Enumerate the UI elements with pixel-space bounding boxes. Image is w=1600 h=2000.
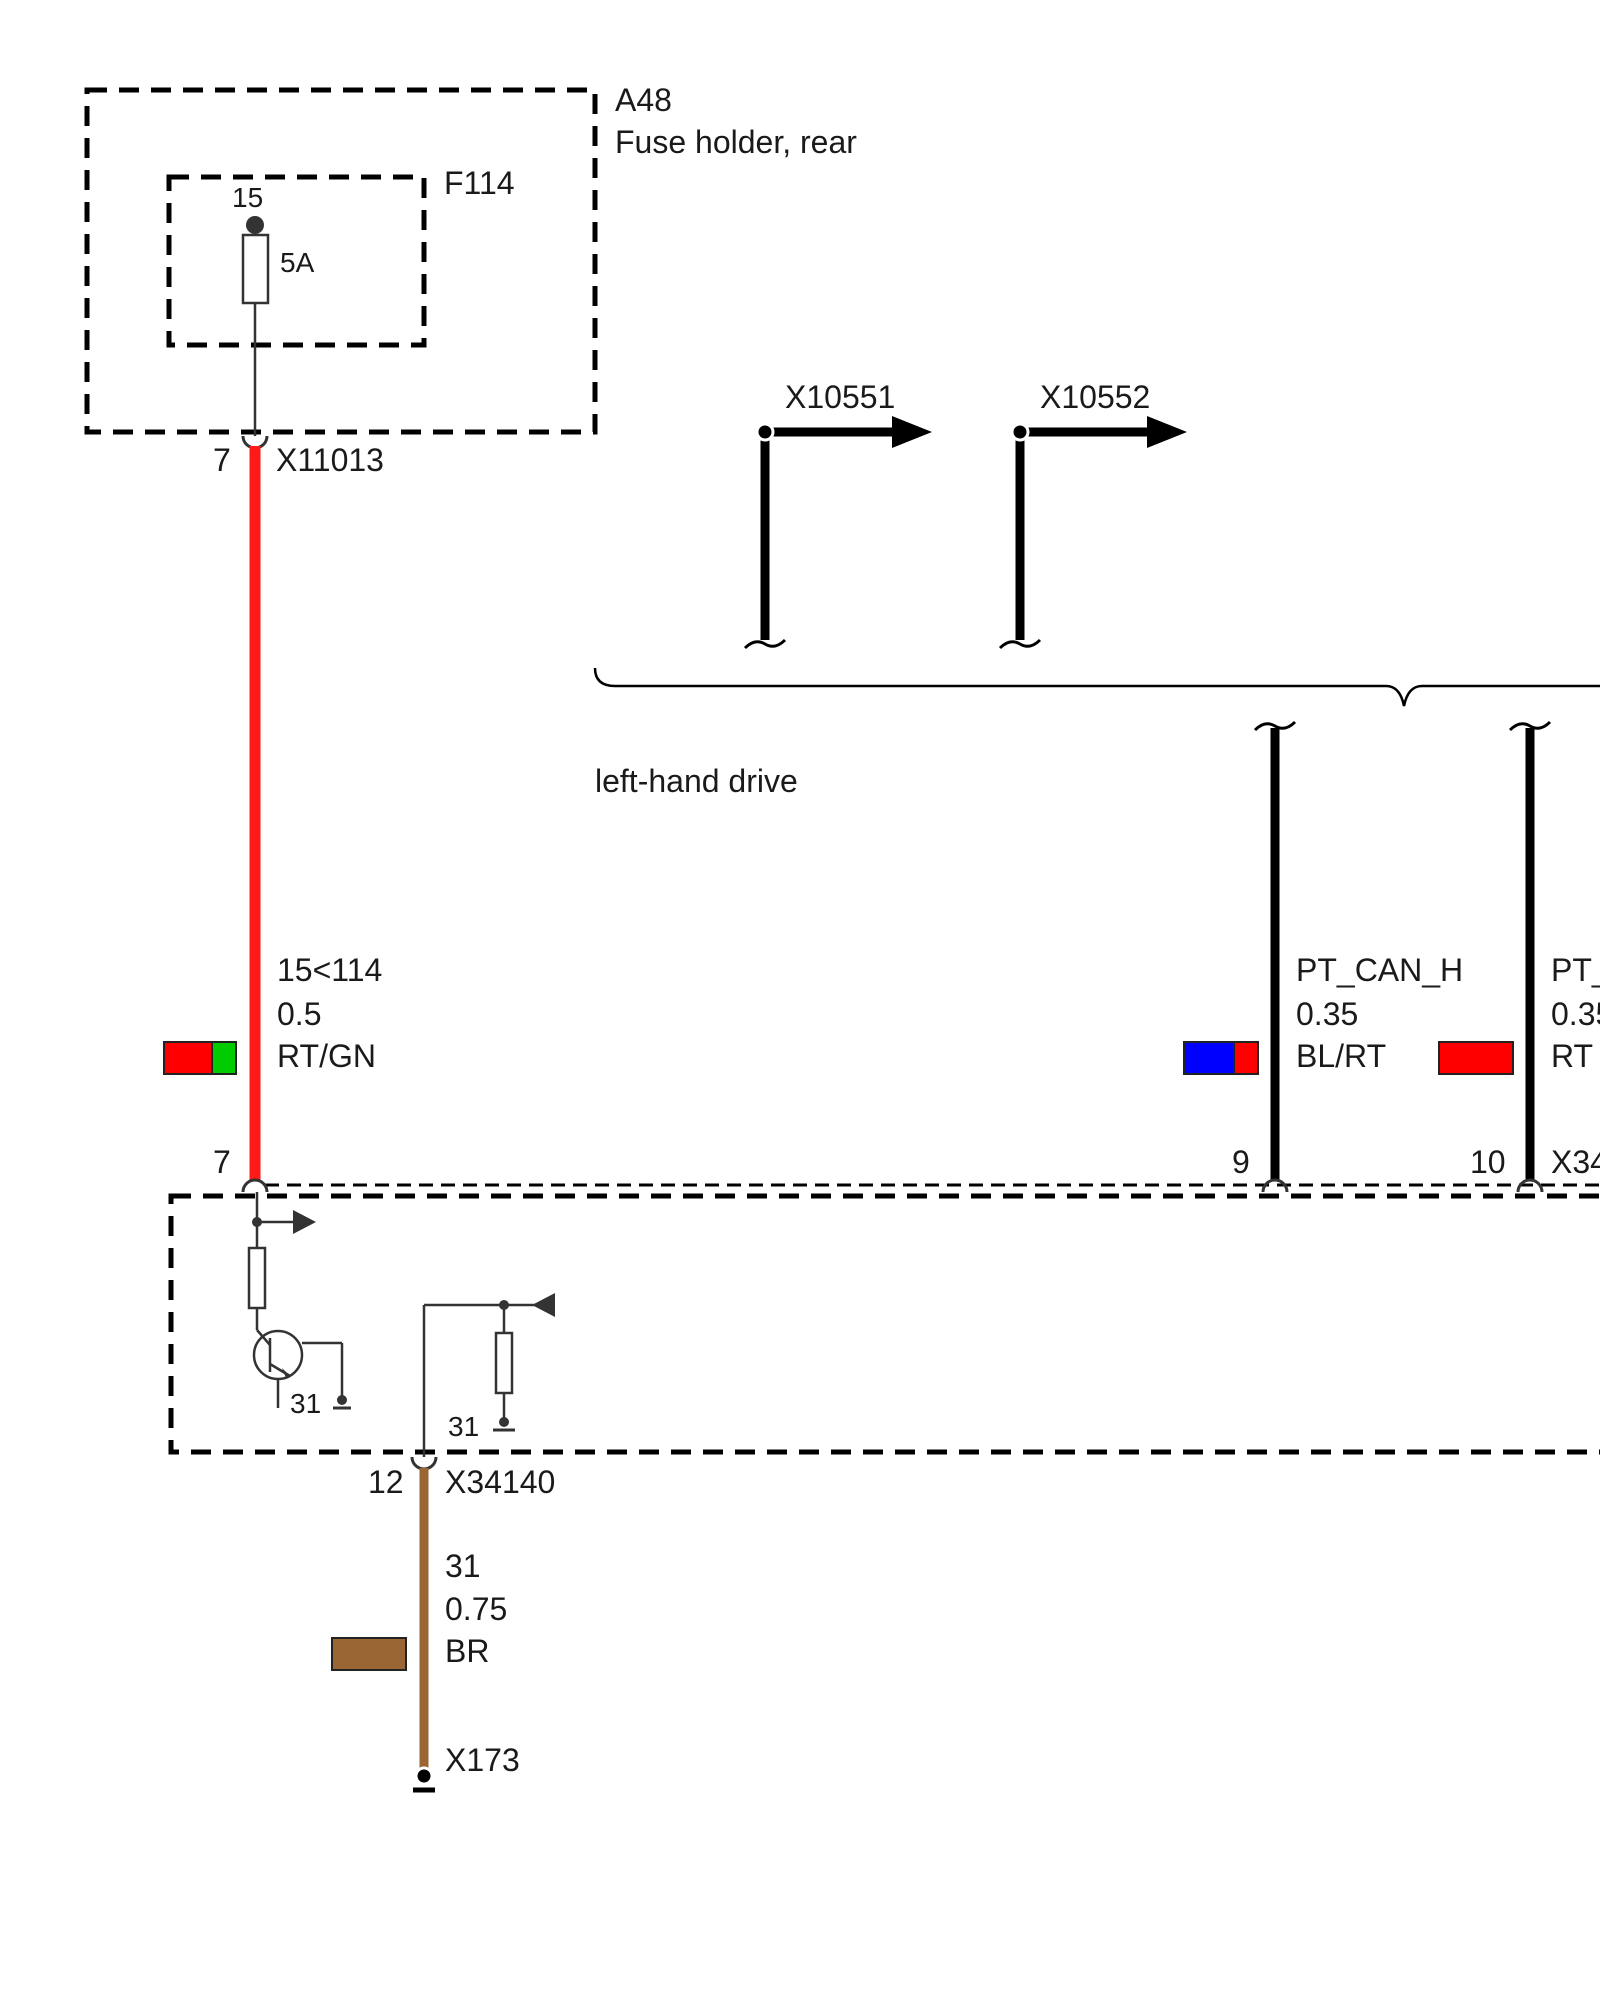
- connector-x10552-branch[interactable]: [998, 416, 1187, 650]
- wire-power-signal: 15<114: [277, 952, 382, 988]
- connector-x10551-branch[interactable]: [743, 416, 932, 650]
- connector-pin-7-icon: [241, 1178, 269, 1193]
- wire-ground-color-code: BR: [445, 1633, 489, 1669]
- resistor-icon: [494, 1331, 514, 1395]
- fuse-element-icon: [241, 233, 270, 305]
- connector-x34140-icon: [410, 1456, 438, 1471]
- module-pin-9: 9: [1232, 1144, 1250, 1180]
- fuse-rating: 5A: [280, 247, 315, 278]
- connector-x10552-code: X10552: [1040, 379, 1150, 415]
- variant-brace: [593, 667, 1600, 707]
- module-connector-code-partial: X34: [1551, 1144, 1600, 1180]
- connector-x10551-code: X10551: [785, 379, 895, 415]
- module-internal-input: [422, 1293, 555, 1457]
- wire-break-icon: [1253, 720, 1297, 732]
- control-module[interactable]: [168, 1193, 1600, 1455]
- wire-power-color-swatch: [163, 1041, 237, 1075]
- resistor-icon: [247, 1246, 267, 1310]
- ground-point-x173-code: X173: [445, 1742, 520, 1778]
- connector-pin-9-icon: [1261, 1178, 1289, 1193]
- fuse-f114-outline: [166, 174, 427, 348]
- wire-power-gauge: 0.5: [277, 996, 321, 1032]
- connector-x34140-code: X34140: [445, 1464, 555, 1500]
- wire-power-color-code: RT/GN: [277, 1038, 376, 1074]
- module-ground-label-b: 31: [448, 1411, 479, 1442]
- module-ground-label-a: 31: [290, 1388, 321, 1419]
- wire-ground-color-swatch: [331, 1637, 407, 1671]
- fuse-pin-label: 15: [232, 182, 263, 213]
- module-internal-driver: [247, 1192, 351, 1410]
- output-arrow-icon: [293, 1210, 316, 1234]
- fuse-code: F114: [444, 165, 515, 201]
- wire-break-icon: [998, 638, 1042, 650]
- wire-pt-can-l-color-swatch: [1438, 1041, 1514, 1075]
- wire-pt-can-h-gauge: 0.35: [1296, 996, 1358, 1032]
- connector-pin-10-icon: [1516, 1178, 1544, 1193]
- control-module-outline: [168, 1193, 1600, 1455]
- module-pin-7: 7: [213, 1144, 231, 1180]
- wire-pt-can-h-color-swatch: [1183, 1041, 1259, 1075]
- wire-break-icon: [743, 638, 787, 650]
- wire-pt-can-h-color-code: BL/RT: [1296, 1038, 1386, 1074]
- input-arrow-icon: [532, 1293, 555, 1317]
- ground-point-x173-icon[interactable]: [414, 1766, 434, 1786]
- connector-x11013-code: X11013: [276, 442, 384, 478]
- fuse-holder-name: Fuse holder, rear: [615, 124, 857, 160]
- transistor-icon: [252, 1329, 304, 1381]
- module-pin-10: 10: [1470, 1144, 1506, 1180]
- fuse-holder-a48-outline: [84, 87, 598, 435]
- wire-pt-can-l-color-code: RT: [1551, 1038, 1593, 1074]
- wire-pt-can-l-signal: PT_: [1551, 952, 1600, 988]
- fuse-f114[interactable]: [166, 174, 427, 348]
- connector-x11013-pin: 7: [213, 442, 231, 478]
- variant-note: left-hand drive: [595, 763, 798, 799]
- wire-ground-gauge: 0.75: [445, 1591, 507, 1627]
- wire-pt-can-l-gauge: 0.35: [1551, 996, 1600, 1032]
- fuse-holder-a48[interactable]: [84, 87, 598, 435]
- wire-ground-signal: 31: [445, 1548, 481, 1584]
- wire-break-icon: [1508, 720, 1552, 732]
- fuse-holder-code: A48: [615, 82, 672, 118]
- wire-pt-can-h-signal: PT_CAN_H: [1296, 952, 1463, 988]
- connector-x34140-pin: 12: [368, 1464, 404, 1500]
